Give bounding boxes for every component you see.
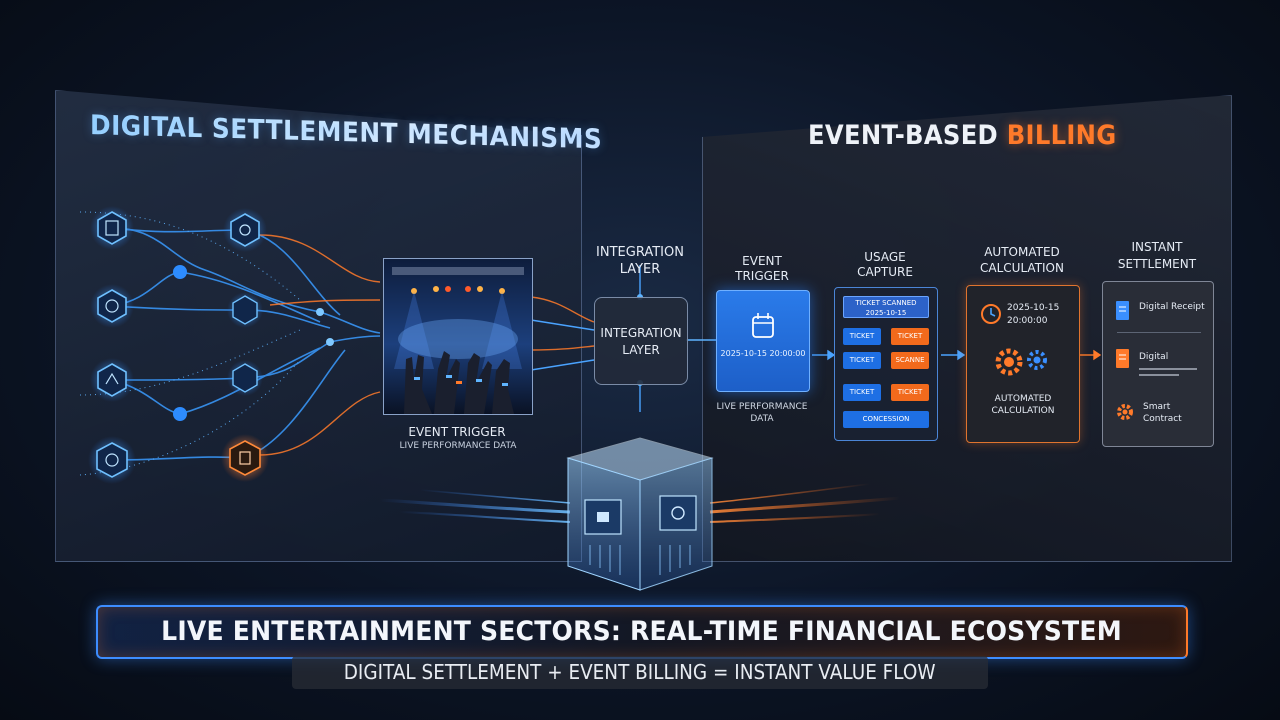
usage-capture-box: TICKET SCANNED 2025-10-15 TICKET TICKET …	[834, 287, 938, 441]
event-trigger-sub: LIVE PERFORMANCE DATA	[399, 441, 517, 451]
integration-layer-box: INTEGRATION LAYER	[594, 297, 688, 385]
receipt-icon	[1116, 301, 1129, 320]
event-trigger-box: 2025-10-15 20:00:00	[716, 290, 810, 392]
concert-illustration	[392, 267, 524, 414]
usage-chip: TICKET	[843, 384, 881, 401]
step-calc-label-1: AUTOMATED	[984, 245, 1060, 259]
ticket-scanned-chip: TICKET SCANNED 2025-10-15	[843, 296, 929, 318]
blockchain-cube	[566, 437, 714, 591]
event-caption-1: LIVE PERFORMANCE	[716, 402, 808, 412]
calc-caption-1: AUTOMATED	[994, 394, 1052, 404]
calc-date: 2025-10-15	[1007, 303, 1060, 313]
step-settlement-label-2: SETTLEMENT	[1117, 257, 1197, 271]
clock-icon	[981, 304, 1001, 324]
usage-chip: TICKET	[891, 384, 929, 401]
calc-time: 20:00:00	[1007, 316, 1048, 326]
network-lines-blue	[111, 227, 381, 461]
integration-box-label-2: LAYER	[622, 343, 660, 357]
event-trigger-label: EVENT TRIGGER	[408, 425, 506, 439]
document-icon	[1116, 349, 1129, 368]
settlement-item-1: Digital Receipt	[1139, 302, 1205, 312]
step-usage-label-2: CAPTURE	[857, 265, 913, 279]
settlement-item-3-line-1: Smart	[1143, 402, 1171, 412]
settlement-item-2: Digital	[1139, 352, 1169, 362]
chip-top-line-2: 2025-10-15	[865, 309, 907, 317]
event-timestamp: 2025-10-15 20:00:00	[720, 349, 806, 358]
hex-nodes	[88, 206, 334, 484]
divider	[1117, 332, 1201, 333]
event-billing-title: EVENT-BASED BILLING	[808, 120, 1117, 151]
instant-settlement-box: Digital Receipt Digital Smart Contract	[1102, 281, 1214, 447]
integration-box-label-1: INTEGRATION	[600, 326, 682, 340]
banner-title: LIVE ENTERTAINMENT SECTORS: REAL-TIME FI…	[161, 616, 1123, 647]
usage-chip: TICKET	[843, 328, 881, 345]
calendar-icon	[752, 313, 774, 338]
step-calc-label-2: CALCULATION	[980, 261, 1064, 275]
main-banner: LIVE ENTERTAINMENT SECTORS: REAL-TIME FI…	[96, 605, 1188, 659]
calc-caption-2: CALCULATION	[991, 406, 1055, 416]
network-lines-orange	[259, 234, 595, 456]
settlement-line	[1139, 374, 1179, 376]
event-caption-2: DATA	[750, 414, 774, 424]
step-event-trigger-label-1: EVENT	[742, 254, 782, 268]
gears-icon	[995, 348, 1047, 376]
concert-image	[383, 258, 533, 415]
sub-banner: DIGITAL SETTLEMENT + EVENT BILLING = INS…	[292, 656, 988, 689]
network-dots	[79, 211, 301, 476]
title-orange-part: BILLING	[1006, 120, 1117, 151]
banner-subtitle: DIGITAL SETTLEMENT + EVENT BILLING = INS…	[344, 660, 936, 684]
usage-chip: TICKET	[843, 352, 881, 369]
flow-arrow-orange	[1080, 349, 1102, 361]
usage-chip: TICKET	[891, 328, 929, 345]
data-streams	[379, 483, 901, 523]
usage-chip: SCANNE	[891, 352, 929, 369]
step-event-trigger-label-2: TRIGGER	[735, 269, 789, 283]
step-usage-label-1: USAGE	[864, 250, 906, 264]
gear-icon	[1117, 404, 1133, 420]
integration-top-label-2: LAYER	[619, 262, 661, 277]
concession-chip: CONCESSION	[843, 411, 929, 428]
settlement-line	[1139, 368, 1197, 370]
step-settlement-label-1: INSTANT	[1131, 240, 1183, 254]
connector-lines	[530, 265, 716, 412]
integration-top-label-1: INTEGRATION	[596, 245, 684, 260]
title-white-part: EVENT-BASED	[808, 120, 999, 151]
settlement-item-3-line-2: Contract	[1143, 414, 1182, 424]
flow-arrows	[812, 349, 966, 361]
automated-calculation-box: 2025-10-15 20:00:00 AUTOMATED CALCULATIO…	[966, 285, 1080, 443]
chip-top-line-1: TICKET SCANNED	[855, 299, 917, 307]
